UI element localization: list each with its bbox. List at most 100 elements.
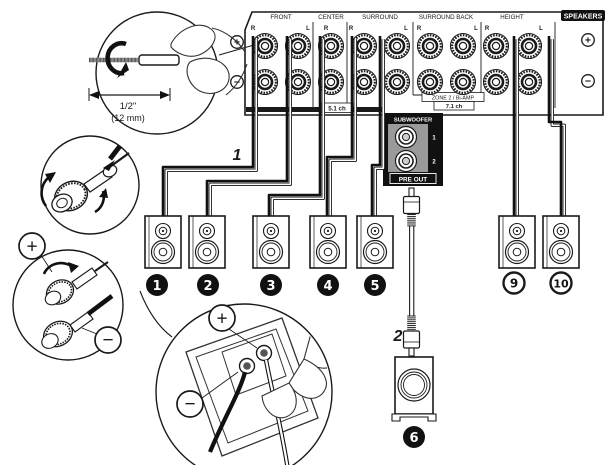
label-surround-back: SURROUND BACK — [419, 14, 474, 21]
inset-wire-strip: 1/2" (12 mm) — [88, 11, 248, 135]
label-front-r: R — [251, 26, 256, 32]
badge-speaker-10: 10 — [549, 271, 573, 295]
inset-leader-curve — [139, 290, 173, 338]
subwoofer-base — [391, 413, 437, 422]
twist-arrow — [105, 41, 129, 78]
minus-label: − — [585, 76, 591, 88]
plus-post-illustration — [42, 261, 109, 306]
bookshelf-speaker — [252, 215, 290, 269]
binding-post-terminal — [449, 32, 477, 60]
plus-badge: + — [208, 304, 258, 349]
strip-length-metric: (12 mm) — [111, 113, 145, 123]
plus-label: + — [585, 35, 591, 47]
label-height: HEIGHT — [500, 14, 524, 21]
svg-text:5: 5 — [370, 279, 379, 294]
binding-post-terminal — [482, 68, 510, 96]
binding-post-terminals — [251, 32, 543, 96]
plus-label: + — [26, 237, 37, 258]
channel-labels: R L R R L R L R L — [251, 26, 543, 32]
svg-text:10: 10 — [553, 277, 569, 290]
label-surround: SURROUND — [362, 14, 398, 21]
wire-insulation — [138, 54, 180, 66]
label-surround-r: R — [349, 26, 354, 32]
minus-label: − — [184, 394, 195, 415]
binding-post-illustration — [40, 144, 130, 214]
black-speaker-wire — [208, 371, 248, 453]
speaker-terminal-panel: FRONT CENTER SURROUND SURROUND BACK HEIG… — [218, 10, 605, 116]
svg-text:3: 3 — [266, 279, 275, 294]
minus-icon — [581, 74, 595, 88]
label-subwoofer: SUBWOOFER — [394, 118, 433, 124]
svg-text:9: 9 — [510, 277, 518, 291]
step-1-label: 1 — [233, 147, 242, 164]
label-height-r: R — [485, 26, 490, 32]
bookshelf-speaker — [542, 215, 580, 269]
binding-post-terminal — [449, 68, 477, 96]
speakers-badge: SPEAKERS — [561, 10, 605, 21]
speaker-back-panel — [185, 317, 319, 457]
bracket-bar-5-1ch — [246, 107, 384, 112]
binding-post-terminal — [251, 32, 279, 60]
black-wire — [86, 294, 114, 316]
rca-plug-tip-down — [408, 347, 415, 357]
svg-text:4: 4 — [323, 279, 332, 294]
speaker-wire-pair — [267, 36, 325, 222]
minus-label: − — [234, 77, 240, 89]
label-front: FRONT — [270, 14, 292, 21]
speakers — [144, 215, 580, 269]
strip-length-dimension — [88, 88, 171, 101]
speaker-wire-pair — [512, 36, 519, 222]
insert-arrow — [108, 144, 122, 161]
binding-post-terminal — [515, 68, 543, 96]
label-surround-l: L — [404, 26, 408, 32]
badge-speaker-3: 3 — [260, 274, 282, 296]
binding-post-terminal — [515, 32, 543, 60]
badge-speaker-4: 4 — [317, 274, 339, 296]
bookshelf-speaker — [309, 215, 347, 269]
speakers-badge-label: SPEAKERS — [564, 13, 603, 20]
minus-post-illustration — [41, 294, 114, 349]
label-zone2: ZONE 2 / Bi-AMP — [432, 95, 475, 101]
binding-post-terminal — [482, 32, 510, 60]
speaker-number-badges: 1 2 3 4 5 6 9 10 — [146, 271, 573, 448]
bracket-5-1ch-label: 5.1 ch — [320, 102, 354, 113]
binding-post-terminal — [383, 68, 411, 96]
speaker-wire-pair — [547, 36, 566, 222]
speaker-wires — [161, 36, 566, 222]
step-2-label: 2 — [393, 328, 403, 345]
speaker-wire-pair — [205, 36, 292, 222]
zone2-biamp-label: ZONE 2 / Bi-AMP 7.1 ch — [421, 92, 485, 111]
speaker-wire-pair — [370, 36, 385, 222]
cable-hatch — [407, 315, 416, 330]
inset-polarity: + − — [12, 232, 124, 361]
badge-speaker-2: 2 — [197, 274, 219, 296]
binding-post-terminal — [251, 68, 279, 96]
svg-text:6: 6 — [409, 431, 418, 446]
label-center-r: R — [324, 26, 329, 32]
inset-leader-line — [218, 44, 255, 56]
jack1-number: 1 — [432, 136, 436, 142]
minus-label: − — [102, 330, 113, 351]
svg-text:1: 1 — [152, 279, 161, 294]
badge-speaker-1: 1 — [146, 274, 168, 296]
subwoofer-preout-block: SUBWOOFER 1 2 PRE OUT — [383, 113, 443, 186]
bookshelf-speaker — [356, 215, 394, 269]
speaker-wire-pair — [161, 36, 258, 222]
inset-speaker-rear: + − — [139, 290, 333, 465]
bookshelf-speaker — [144, 215, 182, 269]
binding-post-terminal — [383, 32, 411, 60]
subwoofer-speaker — [391, 356, 437, 422]
inset-insert-wire — [40, 135, 140, 235]
badge-speaker-5: 5 — [364, 274, 386, 296]
minus-badge: − — [81, 326, 122, 354]
label-height-l: L — [539, 26, 543, 32]
minus-badge: − — [176, 371, 239, 418]
label-5-1ch: 5.1 ch — [328, 105, 346, 112]
badge-speaker-6: 6 — [403, 426, 425, 448]
binding-post-terminal — [416, 32, 444, 60]
badge-speaker-9: 9 — [502, 271, 526, 295]
strip-length-imperial: 1/2" — [120, 101, 137, 112]
label-surround-back-r: R — [417, 26, 422, 32]
